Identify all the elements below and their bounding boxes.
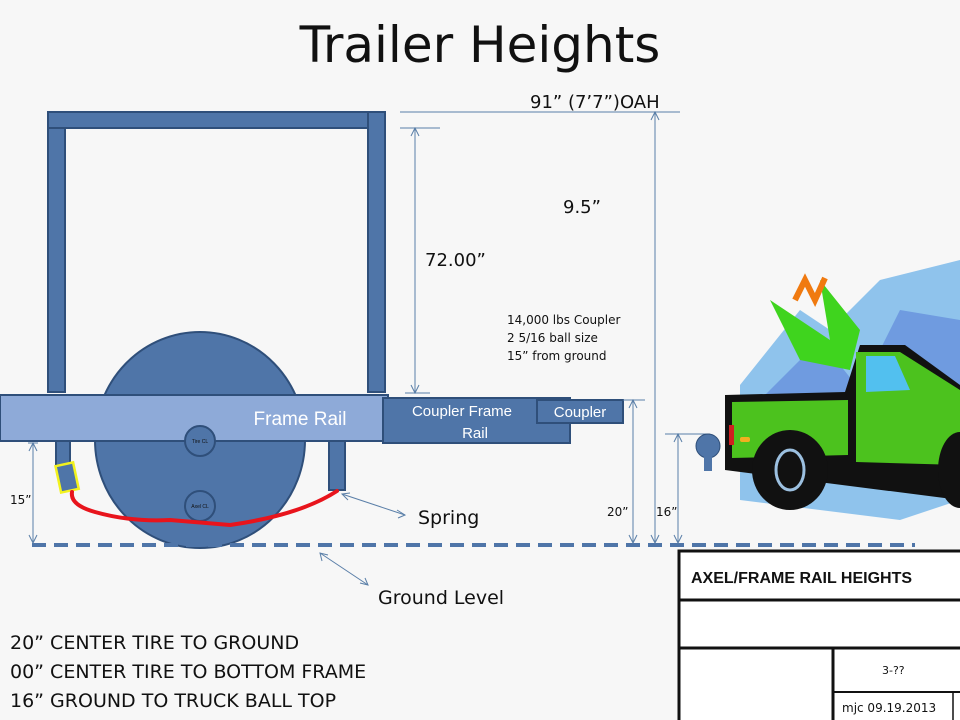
author-date: mjc 09.19.2013 (842, 701, 936, 715)
rear-hanger (328, 440, 346, 491)
dimension-lines (28, 110, 710, 586)
coupler-spec-3: 15” from ground (507, 349, 607, 363)
title-block (677, 549, 960, 720)
box-height-label: 72.00” (425, 250, 486, 271)
coupler-frame-rail-label-2: Rail (462, 425, 488, 442)
coupler-spec-1: 14,000 lbs Coupler (507, 313, 620, 327)
gap-label: 9.5” (563, 197, 601, 218)
ground-level-label: Ground Level (378, 587, 504, 609)
box-frame (47, 111, 386, 393)
truck-clipart (695, 260, 960, 520)
tire-centerline-marker (184, 425, 216, 457)
dim-16-label: 16” (656, 505, 678, 519)
note-3: 16” GROUND TO TRUCK BALL TOP (10, 690, 336, 712)
coupler-frame-rail-label-1: Coupler Frame (412, 403, 512, 420)
note-2: 00” CENTER TIRE TO BOTTOM FRAME (10, 661, 366, 683)
dim-20-label: 20” (607, 505, 629, 519)
note-1: 20” CENTER TIRE TO GROUND (10, 632, 299, 654)
frame-rail-label: Frame Rail (254, 409, 347, 430)
title-block-title: AXEL/FRAME RAIL HEIGHTS (691, 570, 912, 587)
spring-label: Spring (418, 507, 479, 529)
diagram-title: Trailer Heights (299, 16, 661, 74)
leaf-spring (69, 489, 339, 528)
shackle (54, 460, 81, 495)
overall-height-label: 91” (7’7”)OAH (530, 92, 660, 113)
coupler (536, 399, 624, 424)
sheet-number: 3-?? (882, 664, 905, 677)
coupler-label: Coupler (554, 404, 607, 421)
coupler-spec-2: 2 5/16 ball size (507, 331, 598, 345)
axel-cl-label: Axel CL (191, 504, 209, 510)
dim-15-label: 15” (10, 493, 32, 507)
tire-cl-label: Tire CL (192, 439, 208, 445)
